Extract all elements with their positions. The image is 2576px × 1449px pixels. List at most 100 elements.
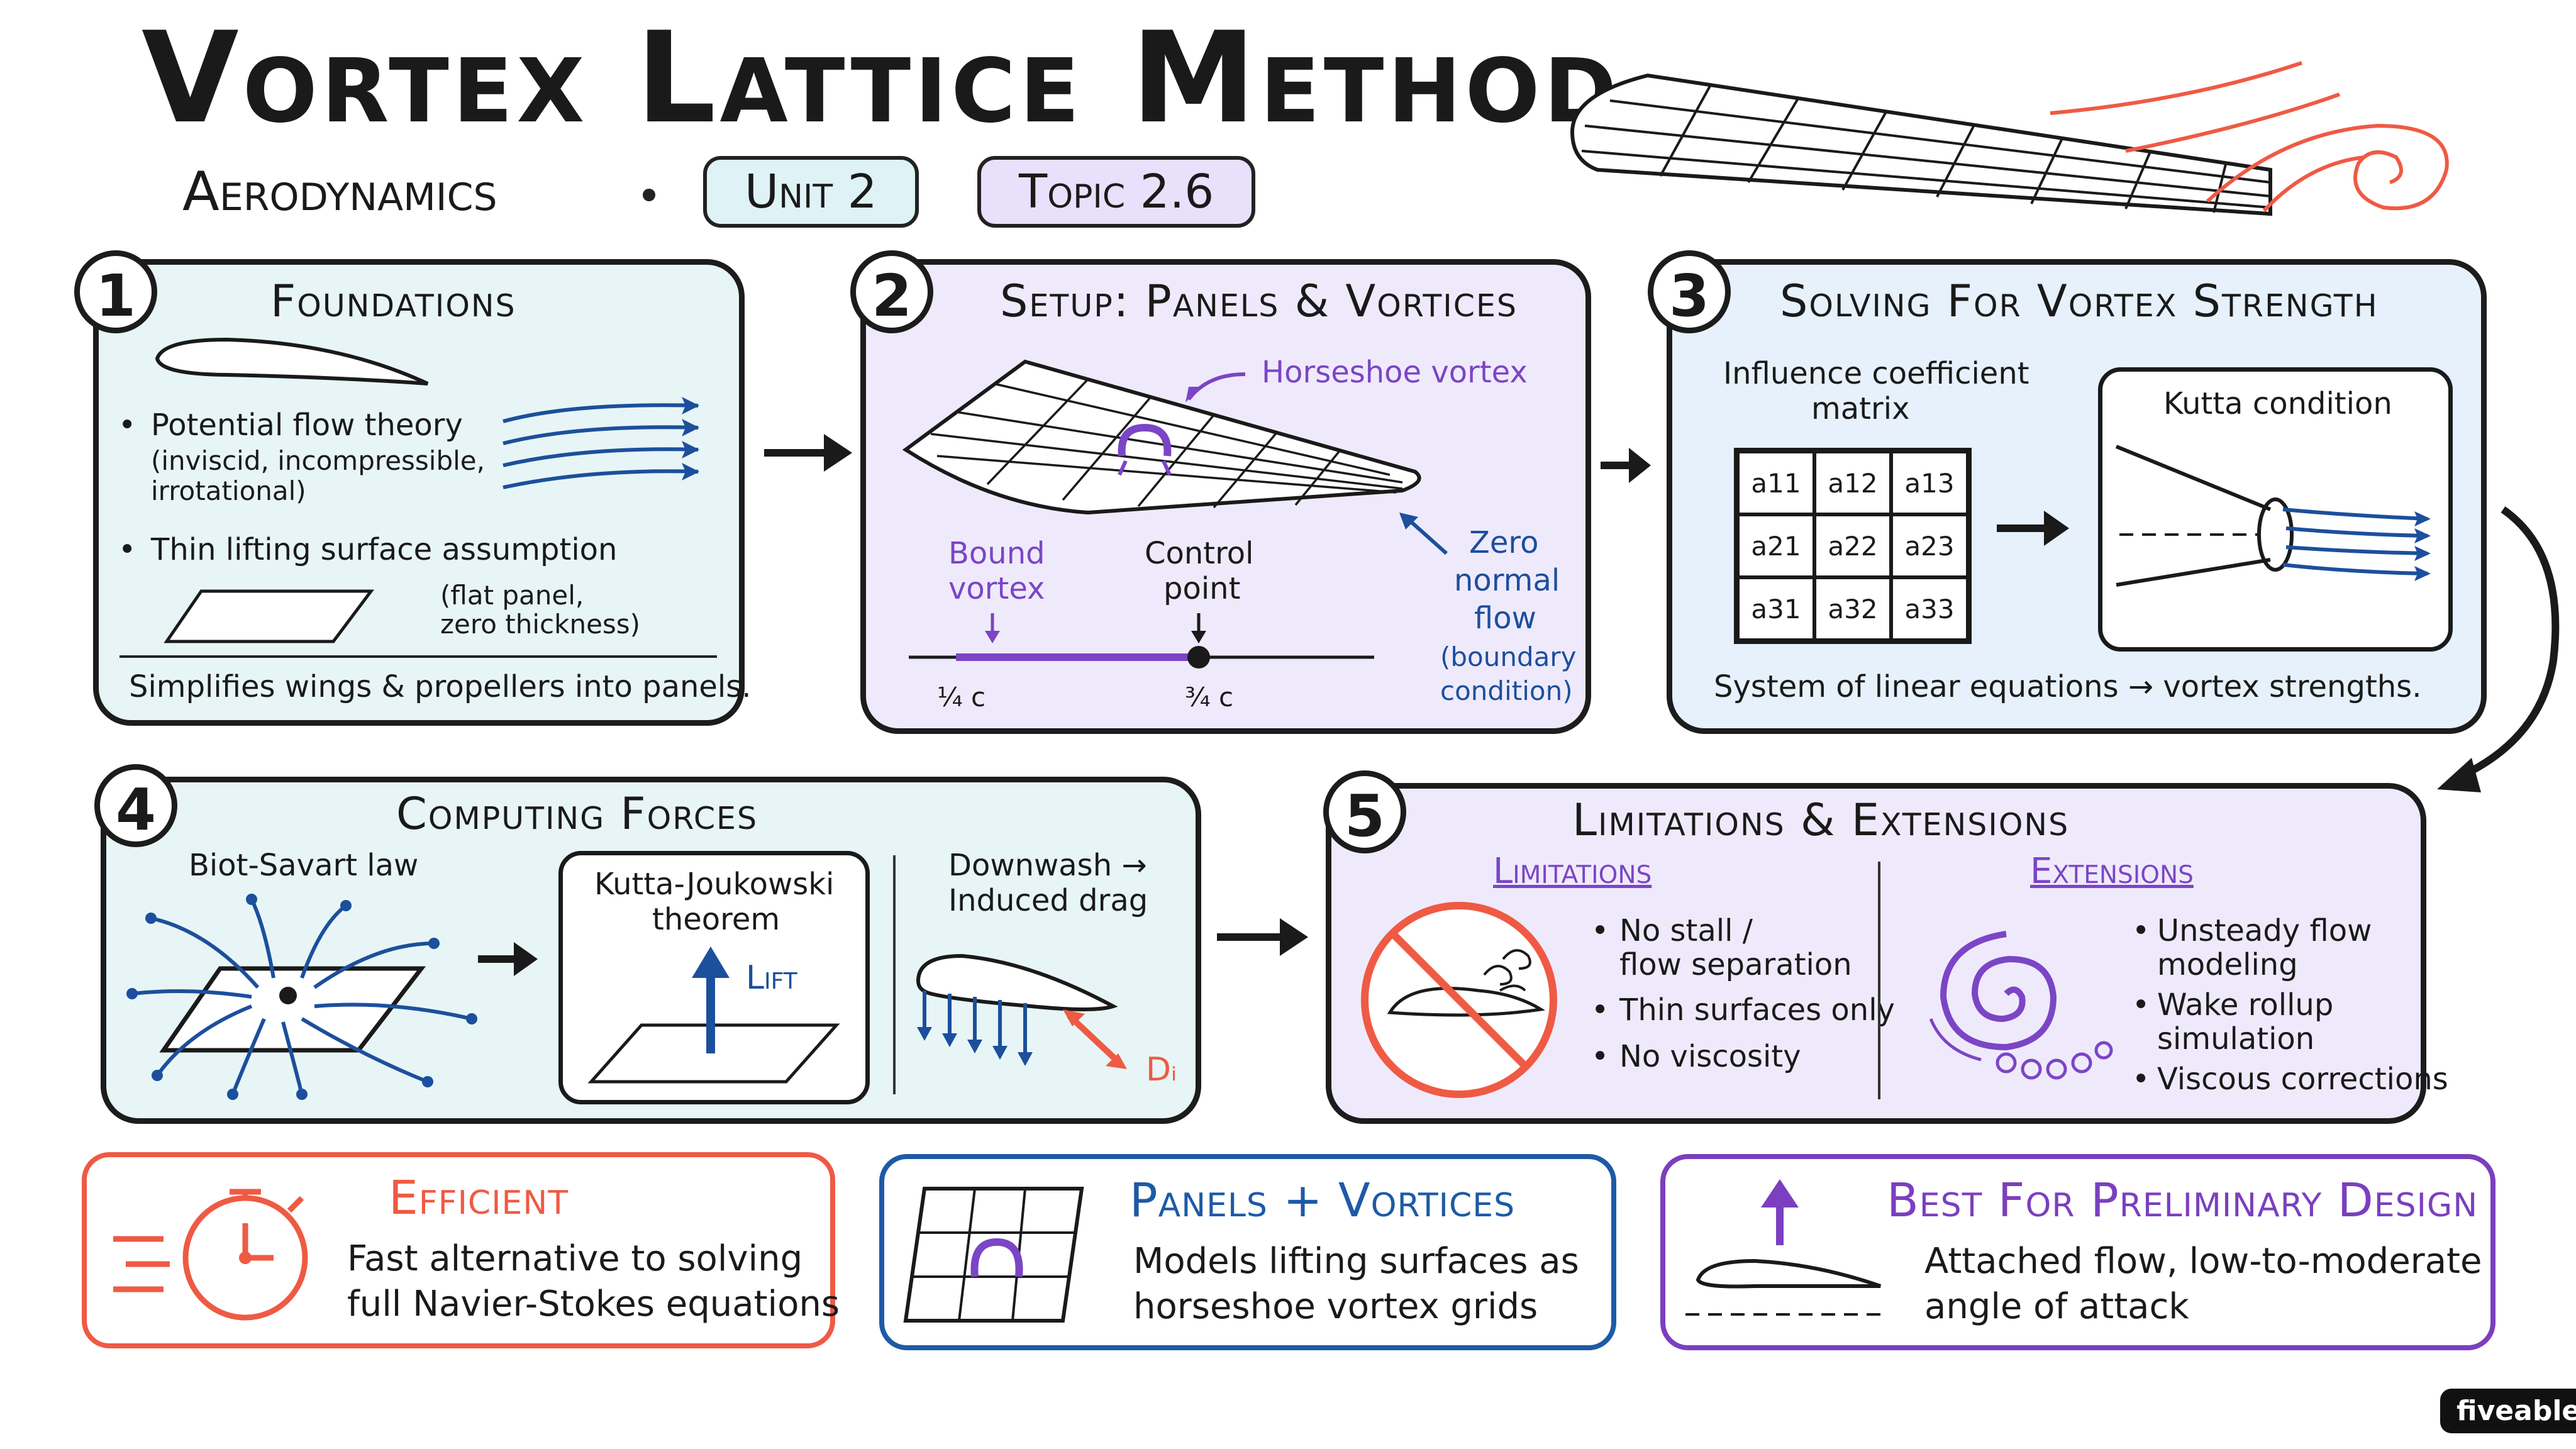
horseshoe-label: Horseshoe vortex [1262,355,1528,390]
p1-footer: Simplifies wings & propellers into panel… [129,669,752,704]
zero-flow-pointer [1399,513,1448,555]
curved-flow-arrow [2437,506,2560,792]
page-title: Vortex Lattice Method [142,5,1621,152]
matrix-cell: a12 [1814,452,1891,514]
control-point-1: Control [1145,536,1254,571]
divider [119,655,717,658]
bullet-dot: • [118,408,136,443]
limitations-title: Limitations [1493,851,1652,892]
downwash-diagram [916,953,1127,1069]
card-efficient [82,1152,835,1348]
lift-diagram [587,947,840,1084]
panel-3-title: Solving For Vortex Strength [1780,275,2379,327]
quarter-chord: ¼ c [937,682,986,713]
induced-drag-symbol: Dᵢ [1146,1051,1177,1089]
bullet-dot: • [2132,1062,2150,1097]
card-panels-line1: Models lifting surfaces as [1133,1241,1579,1282]
panel-2-title: Setup: Panels & Vortices [1000,275,1518,327]
unit-badge: Unit 2 [703,156,919,228]
bound-vortex-1: Bound [948,536,1045,571]
stopwatch-icon [113,1189,308,1321]
p1-note1: (flat panel, [440,580,584,611]
matrix-cell: a13 [1891,452,1968,514]
bound-vortex-2: vortex [948,571,1045,606]
flow-arrow [1217,918,1308,956]
no-stall-icon [1361,902,1557,1098]
matrix-cell: a22 [1814,514,1891,577]
brand-logo: fiveable [2440,1389,2576,1433]
card-efficient-line2: full Navier-Stokes equations [347,1284,840,1324]
extension-2a: Wake rollup [2157,987,2334,1023]
limitation-1b: flow separation [1619,947,1852,982]
matrix-label-1: Influence coefficient [1723,356,2029,391]
biot-savart-diagram [126,894,477,1100]
step-number-5: 5 [1323,770,1406,853]
card-panels-line2: horseshoe vortex grids [1133,1286,1538,1327]
bullet-dot: • [1591,913,1609,948]
zero-flow-1: Zero [1469,525,1539,560]
kutta-trailing-edge [2115,445,2431,587]
p1-bullet1: Potential flow theory [151,408,463,443]
panel-5-title: Limitations & Extensions [1572,794,2070,846]
card-design-line2: angle of attack [1924,1286,2189,1327]
card-panels-title: Panels + Vortices [1130,1174,1516,1228]
limitation-3: No viscosity [1619,1039,1801,1074]
extension-3: Viscous corrections [2157,1062,2448,1097]
panel-grid-icon [903,1187,1084,1323]
matrix-arrow [1997,511,2069,546]
bullet-dot: • [2132,987,2150,1023]
wake-rollup-icon [1929,931,2113,1080]
downwash-label-2: Induced drag [948,883,1148,918]
p1-bullet2: Thin lifting surface assumption [151,532,618,567]
flow-arrow [764,434,852,472]
zero-flow-2: normal [1454,563,1560,598]
card-efficient-line1: Fast alternative to solving [347,1238,803,1279]
zero-flow-5: condition) [1440,675,1573,706]
bullet-dot: • [2132,913,2150,948]
separator-dot [643,189,655,201]
step-number-4: 4 [94,764,177,847]
kj-label-1: Kutta-Joukowski [594,867,835,902]
card-design-title: Best For Preliminary Design [1887,1174,2479,1228]
control-point-2: point [1163,571,1241,606]
p1-note2: zero thickness) [440,609,641,640]
panel-foundations [93,259,745,726]
kj-label-2: theorem [652,902,780,937]
matrix-label-2: matrix [1811,391,1910,426]
card-design [1660,1154,2496,1350]
extension-1b: modeling [2157,947,2298,982]
p3-footer: System of linear equations → vortex stre… [1714,669,2422,704]
card-efficient-title: Efficient [389,1171,569,1225]
horseshoe-pointer [1185,372,1246,402]
flow-arrow [478,942,538,976]
step-number-1: 1 [74,250,157,333]
chord-line [909,613,1374,669]
bullet-dot: • [118,532,136,567]
matrix-cell: a21 [1738,514,1814,577]
biot-savart-label: Biot-Savart law [189,848,419,883]
extension-1a: Unsteady flow [2157,913,2372,948]
course-label: Aerodynamics [182,160,497,223]
influence-matrix: a11 a12 a13 a21 a22 a23 a31 a32 a33 [1734,448,1972,644]
lift-label: Lift [746,959,797,997]
airfoil-icon [155,337,429,386]
extension-2b: simulation [2157,1021,2315,1057]
p1-bullet1-sub2: irrotational) [151,475,306,506]
card-design-line1: Attached flow, low-to-moderate [1924,1241,2482,1282]
kutta-box [2098,367,2453,652]
step-number-3: 3 [1648,250,1731,333]
airfoil-lift-icon [1685,1179,1887,1316]
zero-flow-3: flow [1474,601,1536,636]
flow-lines-icon [502,397,699,489]
three-quarter-chord: ¾ c [1185,682,1234,713]
matrix-cell: a11 [1738,452,1814,514]
matrix-cell: a32 [1814,577,1891,640]
matrix-cell: a31 [1738,577,1814,640]
limitation-2: Thin surfaces only [1619,992,1895,1028]
kutta-label: Kutta condition [2163,386,2392,421]
matrix-cell: a33 [1891,577,1968,640]
wing-panel-grid [902,359,1421,515]
limitation-1a: No stall / [1619,913,1753,948]
flow-arrow [1601,448,1651,483]
flat-panel-icon [164,589,374,643]
